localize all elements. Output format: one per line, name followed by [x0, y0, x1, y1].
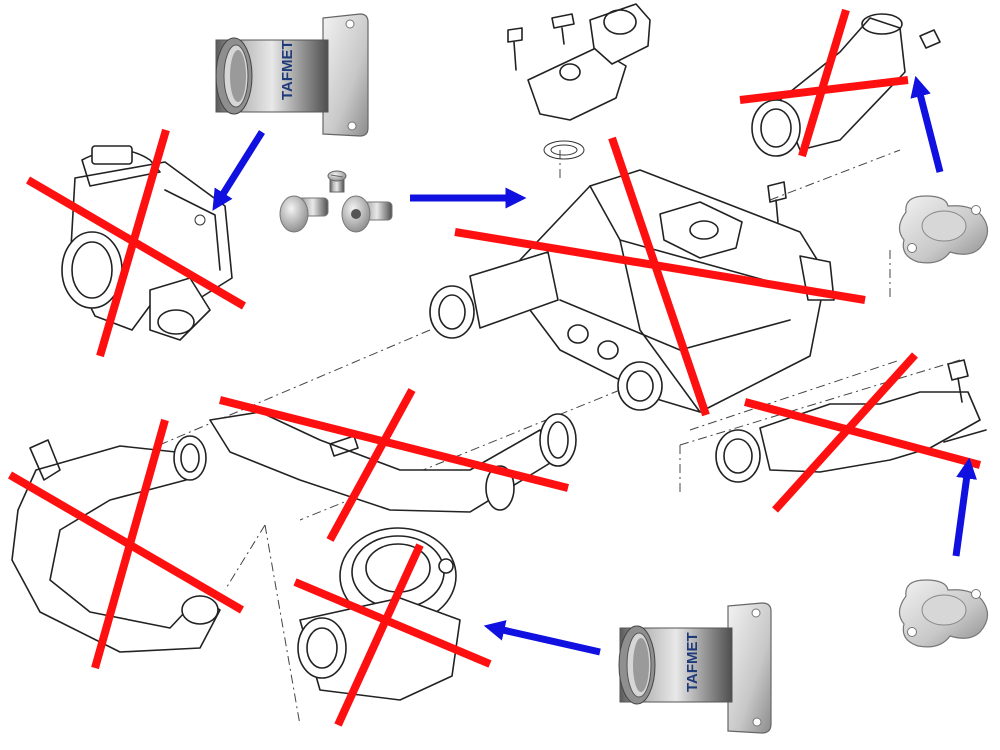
red-cross-stroke [91, 418, 169, 670]
blanking-pipe-top: TAFMET [215, 13, 369, 137]
blue-arrow [952, 457, 977, 557]
red-cross-stroke [798, 8, 850, 158]
lower-loop-pipe [11, 435, 221, 653]
egr-cooler [429, 3, 835, 413]
red-cross-stroke [293, 578, 492, 668]
red-cross-stroke [772, 352, 918, 513]
brand-label-bottom: TAFMET [684, 632, 701, 692]
coolant-plugs [279, 170, 393, 233]
removed-parts-crosses [7, 8, 982, 727]
replacement-arrows [212, 75, 977, 656]
red-cross-stroke [608, 136, 710, 417]
red-cross-stroke [219, 396, 569, 492]
blue-arrow [483, 620, 601, 656]
blue-arrow [212, 130, 265, 211]
red-cross-stroke [454, 228, 866, 304]
red-cross-stroke [334, 543, 424, 727]
red-cross-stroke [96, 128, 170, 358]
blanking-plate-top [898, 195, 989, 264]
brand-label: TAFMET [279, 40, 296, 100]
blanking-pipe-bottom: TAFMET [618, 602, 772, 734]
blue-arrow [910, 75, 944, 173]
vacuum-egr-valve [297, 527, 461, 701]
red-cross-stroke [326, 388, 416, 542]
red-cross-stroke [7, 471, 245, 614]
red-cross-stroke [743, 398, 982, 469]
egr-valve-housing [61, 145, 233, 341]
upper-y-pipe [209, 411, 577, 513]
blanking-plate-bottom [898, 579, 989, 648]
